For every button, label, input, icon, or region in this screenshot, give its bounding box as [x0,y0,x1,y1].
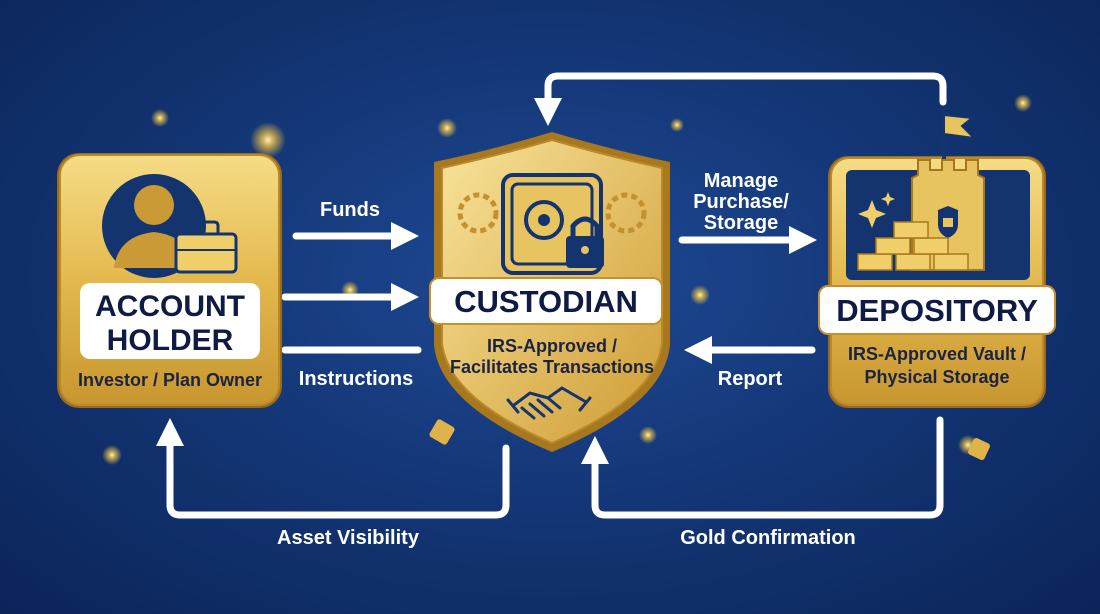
gold-confirmation-arrow [581,416,944,519]
account-holder-subtitle: Investor / Plan Owner [78,370,262,390]
arrows [156,72,947,519]
account-holder-node: ACCOUNT HOLDER Investor / Plan Owner [57,153,282,408]
asset-visibility-arrow [156,418,510,519]
custodian-subtitle-2: Facilitates Transactions [450,357,654,377]
manage-label-3: Storage [704,212,778,234]
instructions-label: Instructions [299,368,413,390]
depository-subtitle-1: IRS-Approved Vault / [848,344,1026,364]
depository-node: DEPOSITORY IRS-Approved Vault / Physical… [818,110,1056,408]
safe-with-padlock-icon [457,173,647,275]
manage-label-1: Manage [704,170,778,192]
asset-visibility-label: Asset Visibility [277,527,420,549]
sparkles [102,94,1032,465]
depository-title: DEPOSITORY [836,293,1038,328]
custodian-subtitle-1: IRS-Approved / [487,336,617,356]
depository-subtitle-2: Physical Storage [864,367,1009,387]
gold-confirmation-label: Gold Confirmation [680,527,856,549]
top-loop-arrow [534,72,947,126]
funds-label: Funds [320,199,380,221]
custodian-node: CUSTODIAN IRS-Approved / Facilitates Tra… [429,132,670,452]
account-holder-title-2: HOLDER [107,324,234,357]
custodian-title: CUSTODIAN [454,284,638,319]
edge-labels: Funds Instructions Manage Purchase/ Stor… [277,170,856,549]
manage-label-2: Purchase/ [693,191,789,213]
handshake-icon [506,386,592,420]
person-with-briefcase-icon [102,174,238,278]
account-holder-title-1: ACCOUNT [95,290,245,323]
castle-with-gold-bars-icon [857,110,985,271]
report-label: Report [718,368,783,390]
